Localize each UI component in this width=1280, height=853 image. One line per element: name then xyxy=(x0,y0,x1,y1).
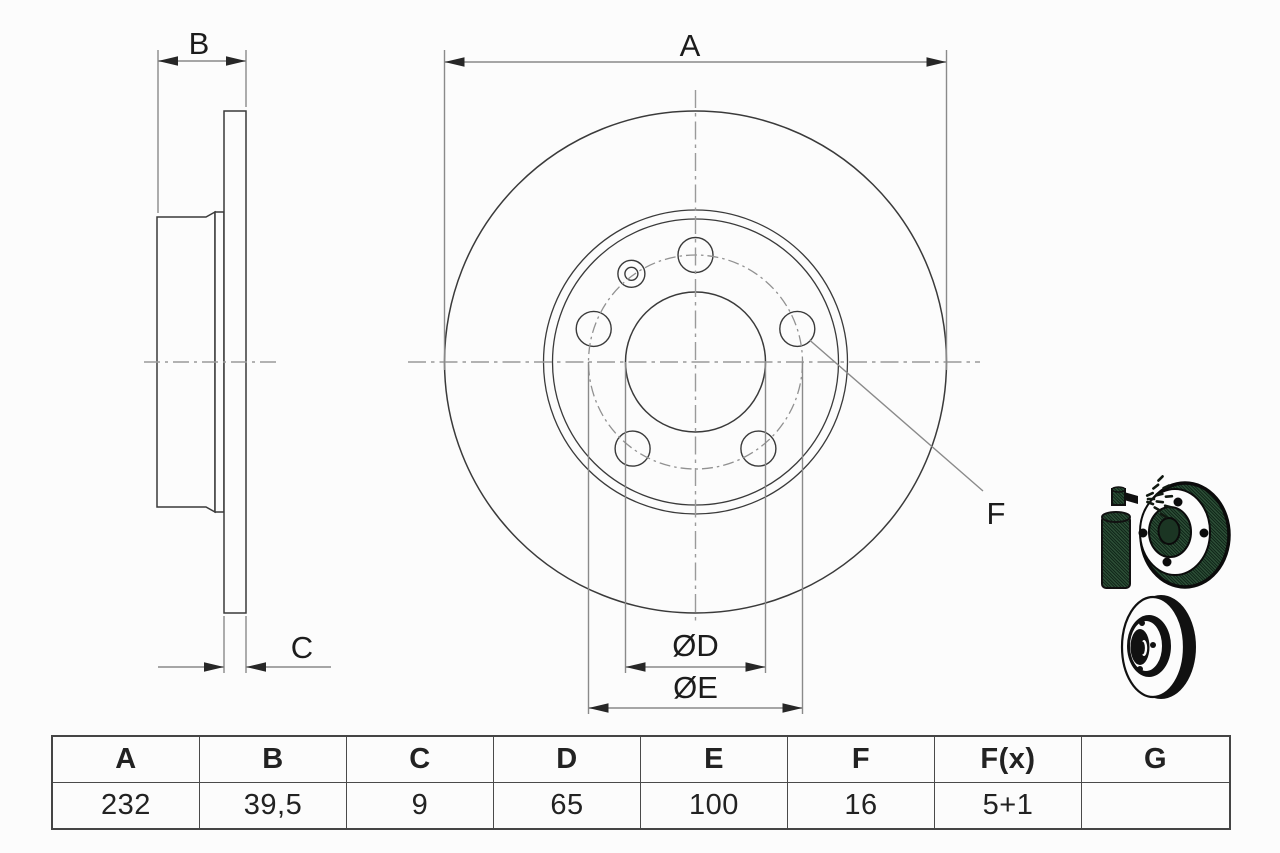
bolt-hole-upper-right xyxy=(779,310,816,348)
spec-value-a: 232 xyxy=(53,783,200,828)
bolt-hole-upper-left xyxy=(575,310,612,348)
dim-e-label: ØE xyxy=(673,670,718,705)
dim-e-arrow-left xyxy=(588,703,609,713)
spec-value-d: 65 xyxy=(494,783,641,828)
dim-f-leader-line xyxy=(809,339,984,492)
pin-hole-inner xyxy=(624,266,639,281)
spec-header-b: B xyxy=(200,737,347,783)
spec-header-g: G xyxy=(1082,737,1229,783)
spec-header-f: F xyxy=(788,737,935,783)
dim-b-arrow-left xyxy=(158,56,178,66)
spec-header-c: C xyxy=(347,737,494,783)
dim-a-label: A xyxy=(680,28,701,63)
dim-a-arrow-left xyxy=(444,57,465,67)
dimension-e xyxy=(587,362,804,714)
dim-a-arrow-right xyxy=(926,57,947,67)
spec-header-fx: F(x) xyxy=(935,737,1082,783)
dim-d-arrow-right xyxy=(745,662,766,672)
dim-b-label: B xyxy=(189,26,210,61)
dim-e-arrow-right xyxy=(782,703,803,713)
bolt-hole-lower-left xyxy=(614,430,651,467)
spec-header-a: A xyxy=(53,737,200,783)
coated-disc xyxy=(1138,481,1231,589)
pin-hole-outer xyxy=(617,259,646,288)
dim-d-label: ØD xyxy=(672,628,719,663)
spec-value-b: 39,5 xyxy=(200,783,347,828)
dimension-d xyxy=(624,362,767,673)
dim-c-arrow-right xyxy=(246,662,266,672)
spec-value-fx: 5+1 xyxy=(935,783,1082,828)
spec-value-e: 100 xyxy=(641,783,788,828)
spec-value-c: 9 xyxy=(347,783,494,828)
dim-d-arrow-left xyxy=(625,662,646,672)
spray-can xyxy=(1101,486,1138,589)
spec-table: A B C D E F F(x) G 232 39,5 9 65 100 16 … xyxy=(51,735,1231,830)
brake-disc-icon xyxy=(1120,595,1196,699)
spray-can-coated-disc-icon xyxy=(1101,475,1231,589)
dim-f-label: F xyxy=(987,496,1006,531)
dim-b-arrow-right xyxy=(226,56,246,66)
bolt-hole-lower-right xyxy=(740,430,777,467)
dimension-a xyxy=(443,50,948,370)
dim-c-arrow-left xyxy=(204,662,224,672)
spec-value-g xyxy=(1082,783,1229,828)
spray-nozzle xyxy=(1124,492,1138,504)
spray-mist xyxy=(1145,475,1174,519)
spec-value-f: 16 xyxy=(788,783,935,828)
spec-header-e: E xyxy=(641,737,788,783)
spec-header-d: D xyxy=(494,737,641,783)
dim-c-label: C xyxy=(291,630,313,665)
